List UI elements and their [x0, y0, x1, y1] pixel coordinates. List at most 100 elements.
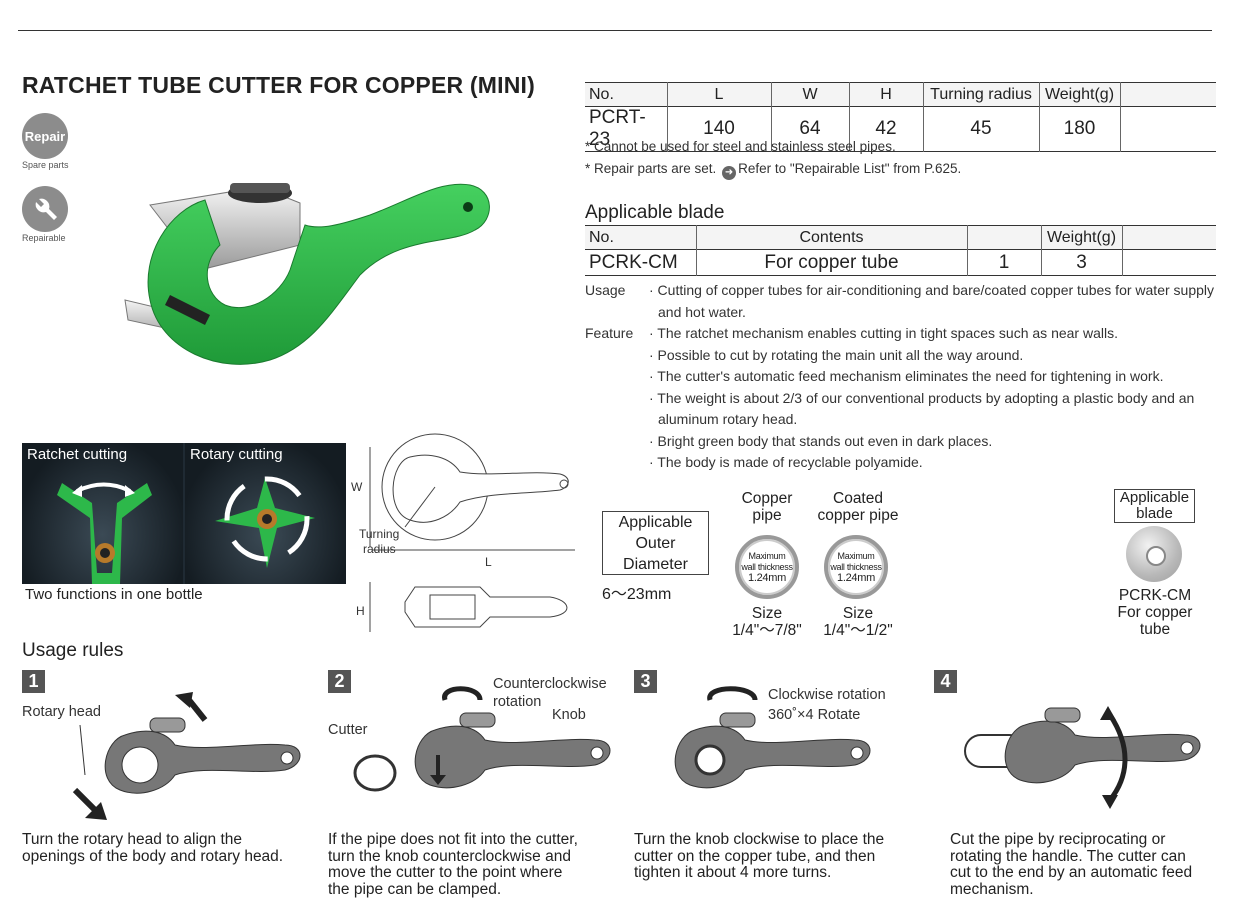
step-1-callout-rotary-head: Rotary head [22, 704, 101, 720]
note-steel: * Cannot be used for steel and stainless… [585, 139, 896, 154]
copper-pipe-icon: Maximum wall thickness 1.24mm [735, 535, 799, 599]
blade-cell-weight: 3 [1040, 249, 1122, 276]
rotary-label: Rotary cutting [190, 446, 283, 463]
rotary-cutting-image [215, 476, 315, 568]
feature-item: · The body is made of recyclable polyami… [649, 454, 923, 470]
step-2-number: 2 [328, 670, 351, 693]
coated-pipe-head1: Coated [833, 490, 883, 507]
blade-col-qty [966, 225, 1041, 250]
step-2-callout-knob: Knob [552, 707, 586, 723]
applicable-blade-heading: Applicable blade [585, 202, 725, 223]
ratchet-cutting-image [57, 482, 152, 584]
blade-cell-qty: 1 [966, 249, 1041, 276]
feature-key: Feature [585, 325, 634, 341]
usage-item: · Cutting of copper tubes for air-condit… [649, 282, 1214, 320]
cell-l: 140 [666, 106, 771, 152]
table-row: PCRK-CM For copper tube 1 3 [585, 249, 1216, 276]
step-3-line: tighten it about 4 more turns. [634, 864, 832, 881]
blade-disc-icon [1126, 526, 1182, 582]
blade-table-header: No. Contents Weight(g) [585, 225, 1216, 250]
feature-item: · Bright green body that stands out even… [649, 432, 993, 449]
note-repair: * Repair parts are set. ➜Refer to "Repai… [585, 161, 961, 180]
repair-badge-label: Spare parts [22, 160, 69, 170]
step-3-callout-cw: Clockwise rotation [768, 687, 886, 703]
product-image [124, 183, 490, 365]
step-1-illustration [72, 692, 301, 820]
cell-h: 42 [848, 106, 923, 152]
step-3-number: 3 [634, 670, 657, 693]
outer-diameter-line3: Diameter [623, 556, 688, 573]
step-1-line: Turn the rotary head to align the [22, 831, 243, 848]
applicable-blade-line2: blade [1136, 505, 1173, 522]
step-2-callout-rotation: rotation [493, 694, 542, 710]
outer-diameter-line1: Applicable [618, 514, 693, 531]
col-blank [1119, 82, 1216, 107]
step-4-illustration [964, 706, 1201, 809]
coated-pipe-icon: Maximum wall thickness 1.24mm [824, 535, 888, 599]
coated-size-value: 1/4"～1/2" [823, 622, 893, 639]
col-no: No. [589, 85, 614, 103]
step-2-line: turn the knob counterclockwise and [328, 847, 571, 865]
dimension-diagram [369, 433, 575, 632]
step-2-illustration [353, 686, 611, 792]
copper-pipe-head1: Copper [741, 490, 793, 507]
step-3-callout-rotate: 360˚×4 Rotate [768, 707, 861, 723]
usage-rules-heading: Usage rules [22, 640, 124, 661]
blade-col-contents: Contents [695, 225, 967, 250]
step-4-line: rotating the handle. The cutter can [950, 847, 1186, 865]
step-2-line: If the pipe does not fit into the cutter… [328, 831, 578, 848]
repairable-badge-label: Repairable [22, 233, 66, 243]
feature-list: · The ratchet mechanism enables cutting … [649, 323, 1215, 474]
blade-col-blank [1121, 225, 1216, 250]
coated-wall-3: 1.24mm [837, 571, 875, 584]
feature-item: · Possible to cut by rotating the main u… [649, 346, 1024, 363]
blade-cell-contents: For copper tube [695, 249, 967, 276]
step-4-number: 4 [934, 670, 957, 693]
feature-item: · The cutter's automatic feed mechanism … [649, 368, 1164, 384]
blade-cap-1: PCRK-CM [1118, 587, 1192, 604]
spec-table: No. L W H Turning radius Weight(g) PCRT-… [585, 82, 1216, 152]
step-2-line: the pipe can be clamped. [328, 880, 502, 898]
top-rule [18, 30, 1212, 31]
step-2-callout-cutter: Cutter [328, 722, 368, 738]
copper-size: Size 1/4"～7/8" [722, 605, 812, 639]
outer-diameter-box: Applicable Outer Diameter [602, 511, 709, 575]
ratchet-photo: Ratchet cutting [22, 443, 183, 584]
col-l: L [666, 82, 771, 107]
blade-cell-blank [1121, 249, 1216, 276]
col-weight: Weight(g) [1038, 82, 1120, 107]
dim-turning-1: Turning [359, 527, 400, 541]
step-2-line: move the cutter to the point where [328, 864, 563, 881]
blade-table: No. Contents Weight(g) PCRK-CM For coppe… [585, 225, 1216, 276]
dim-turning-2: radius [363, 542, 396, 556]
wrench-icon [22, 186, 68, 232]
copper-pipe-head2: pipe [752, 507, 782, 524]
cell-w: 64 [770, 106, 849, 152]
rotary-photo: Rotary cutting [185, 443, 346, 584]
dim-h: H [356, 604, 365, 618]
page-title: RATCHET TUBE CUTTER FOR COPPER (MINI) [22, 72, 535, 98]
repairable-badge: Repairable [22, 186, 68, 243]
blade-col-weight: Weight(g) [1040, 225, 1122, 250]
spec-table-header: No. L W H Turning radius Weight(g) [585, 82, 1216, 107]
feature-item: · The ratchet mechanism enables cutting … [649, 325, 1118, 341]
step-4-line: cut to the end by an automatic feed [950, 864, 1193, 881]
dim-l: L [485, 555, 492, 569]
coated-wall-1: Maximum [837, 550, 875, 561]
coated-size: Size 1/4"～1/2" [808, 605, 908, 639]
applicable-blade-caption: PCRK-CM For copper tube [1104, 587, 1206, 638]
feature-item: · The weight is about 2/3 of our convent… [649, 389, 1195, 428]
copper-wall-1: Maximum [748, 550, 786, 561]
function-photo: Ratchet cutting Rotary cutting [22, 443, 346, 584]
coated-pipe: Coated copper pipe [808, 490, 908, 524]
ratchet-label: Ratchet cutting [27, 446, 128, 463]
note-repair-ref: Refer to "Repairable List" from P.625. [738, 161, 962, 176]
applicable-blade-box: Applicable blade [1114, 489, 1195, 523]
blade-cell-no: PCRK-CM [589, 251, 678, 273]
repair-badge: Repair Spare parts [22, 113, 69, 170]
coated-size-label: Size [842, 605, 874, 622]
photo-caption: Two functions in one bottle [25, 586, 203, 603]
cell-blank [1119, 106, 1216, 152]
blade-cap-2: For copper [1117, 604, 1193, 621]
step-2-text: If the pipe does not fit into the cutter… [328, 831, 578, 898]
